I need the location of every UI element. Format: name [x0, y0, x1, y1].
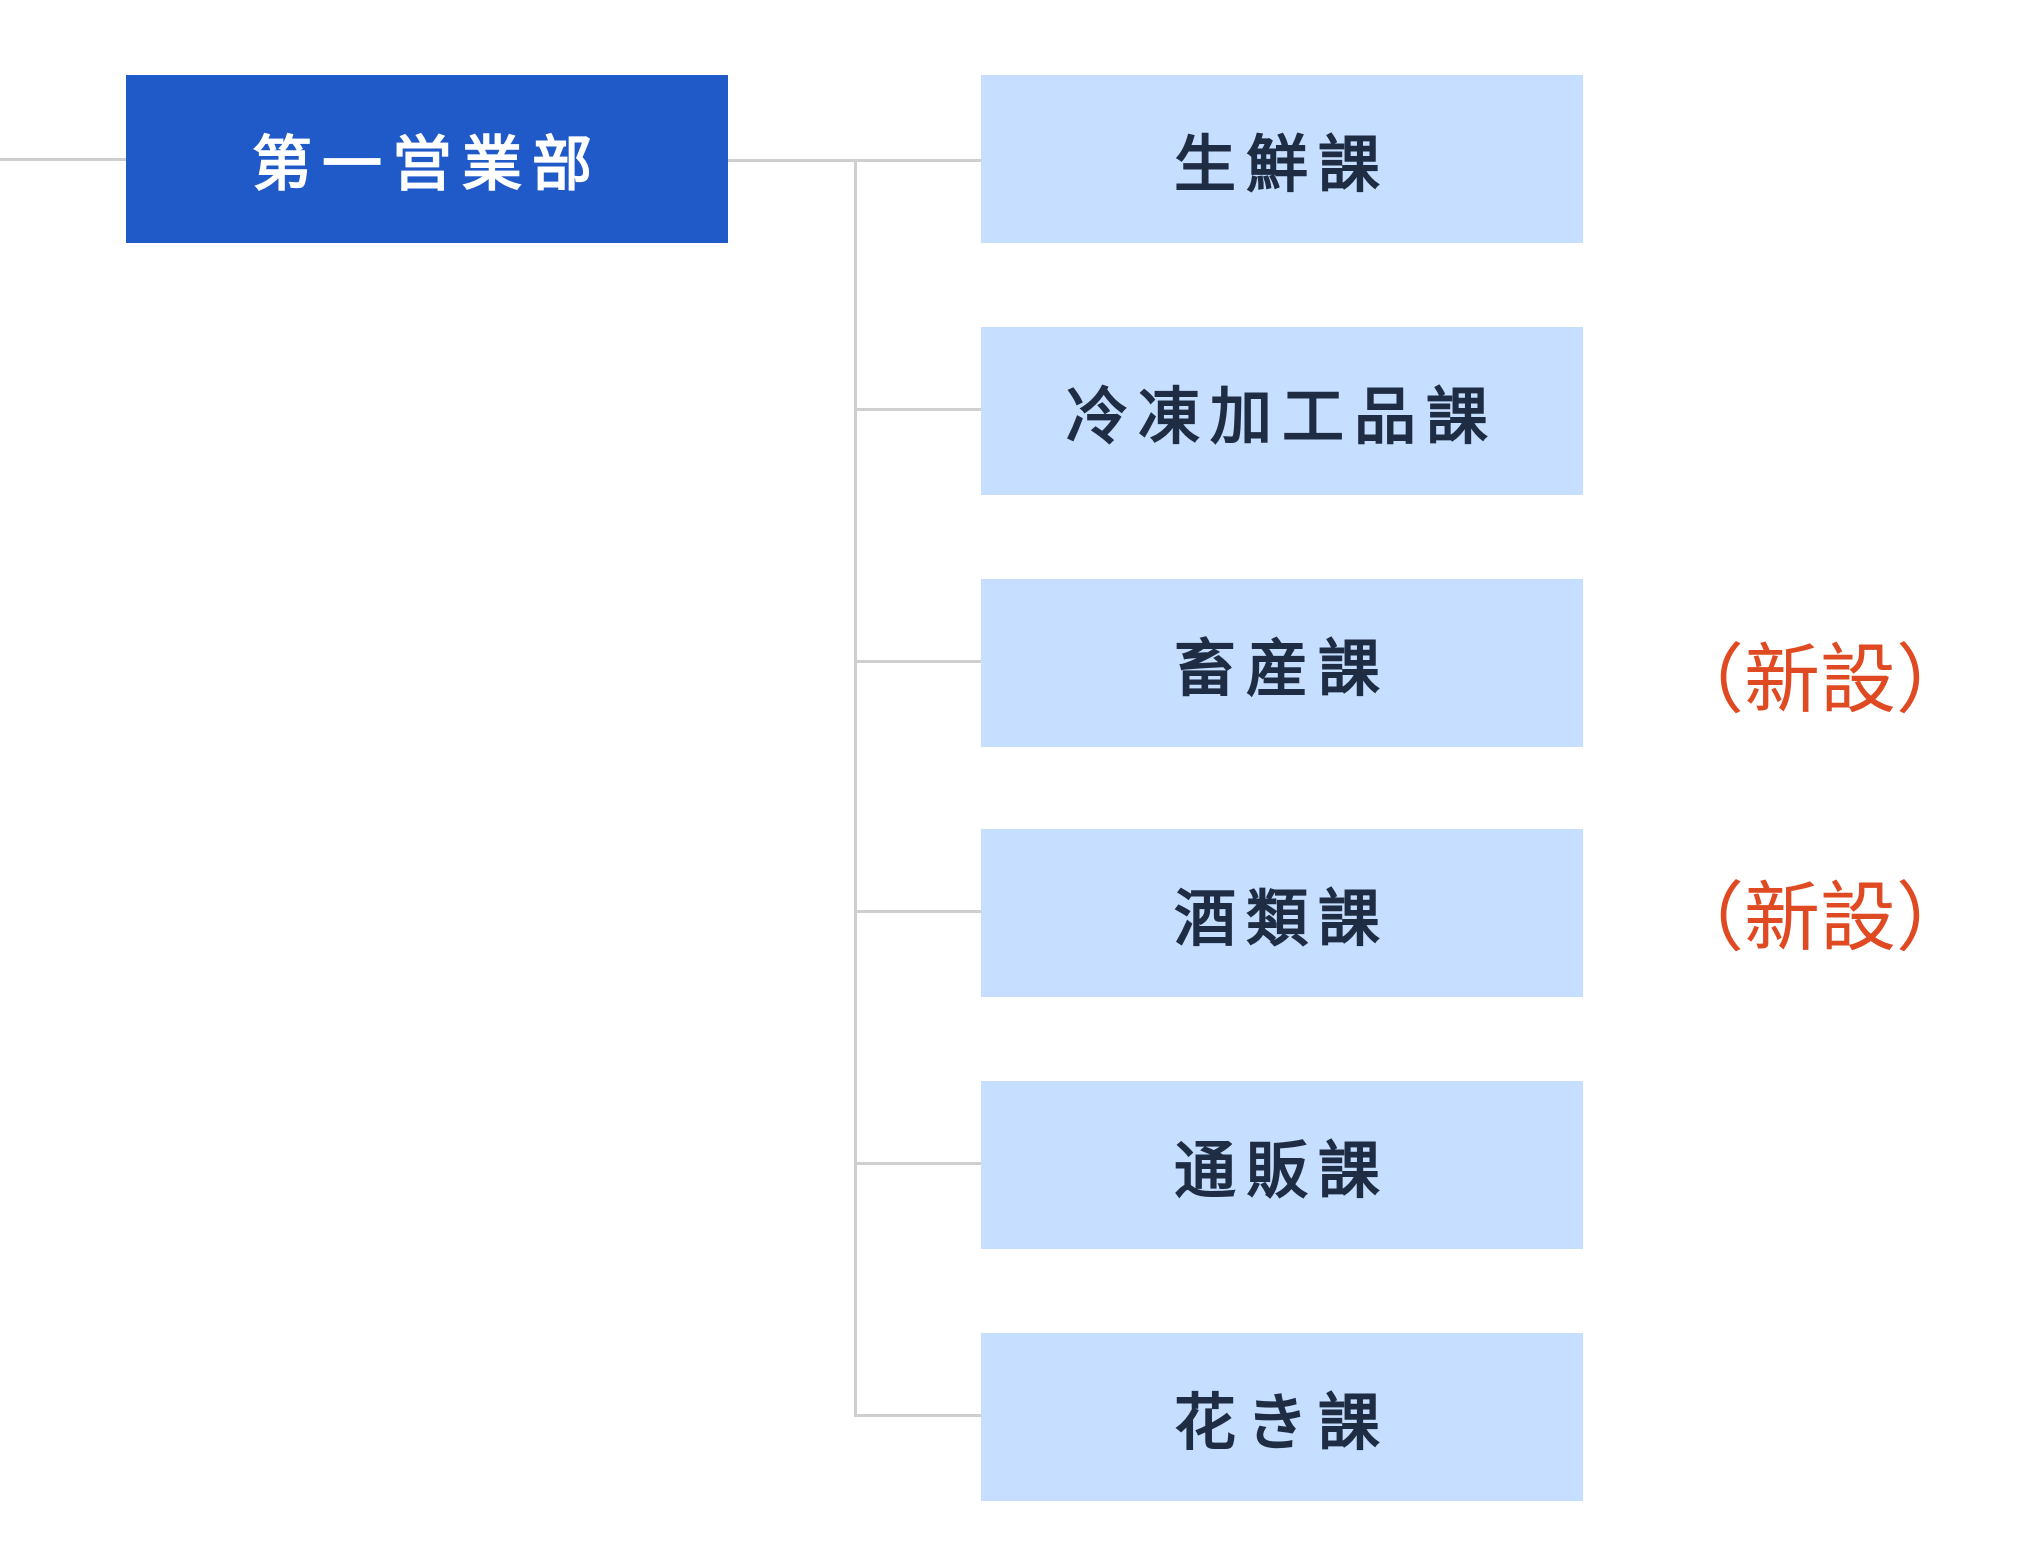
- section-node: 畜産課: [981, 579, 1583, 747]
- trunk-connector: [854, 159, 857, 1417]
- section-node: 冷凍加工品課: [981, 327, 1583, 495]
- section-label: 畜産課: [1173, 632, 1390, 705]
- section-label: 生鮮課: [1173, 128, 1390, 201]
- section-label: 花き課: [1173, 1386, 1390, 1459]
- branch-connector: [854, 159, 981, 162]
- branch-connector: [854, 660, 981, 663]
- section-label: 酒類課: [1173, 882, 1390, 955]
- incoming-connector: [0, 158, 126, 161]
- section-node: 通販課: [981, 1081, 1583, 1249]
- new-section-note: （新設）: [1668, 873, 1972, 962]
- section-label: 冷凍加工品課: [1065, 380, 1498, 453]
- department-label: 第一営業部: [252, 129, 602, 200]
- section-node: 花き課: [981, 1333, 1583, 1501]
- branch-connector: [854, 1162, 981, 1165]
- section-node: 酒類課: [981, 829, 1583, 997]
- new-section-note: （新設）: [1668, 635, 1972, 724]
- section-node: 生鮮課: [981, 75, 1583, 243]
- branch-connector: [854, 910, 981, 913]
- section-label: 通販課: [1173, 1134, 1390, 1207]
- branch-connector: [854, 1414, 981, 1417]
- department-connector: [728, 159, 856, 162]
- branch-connector: [854, 408, 981, 411]
- department-node: 第一営業部: [126, 75, 728, 243]
